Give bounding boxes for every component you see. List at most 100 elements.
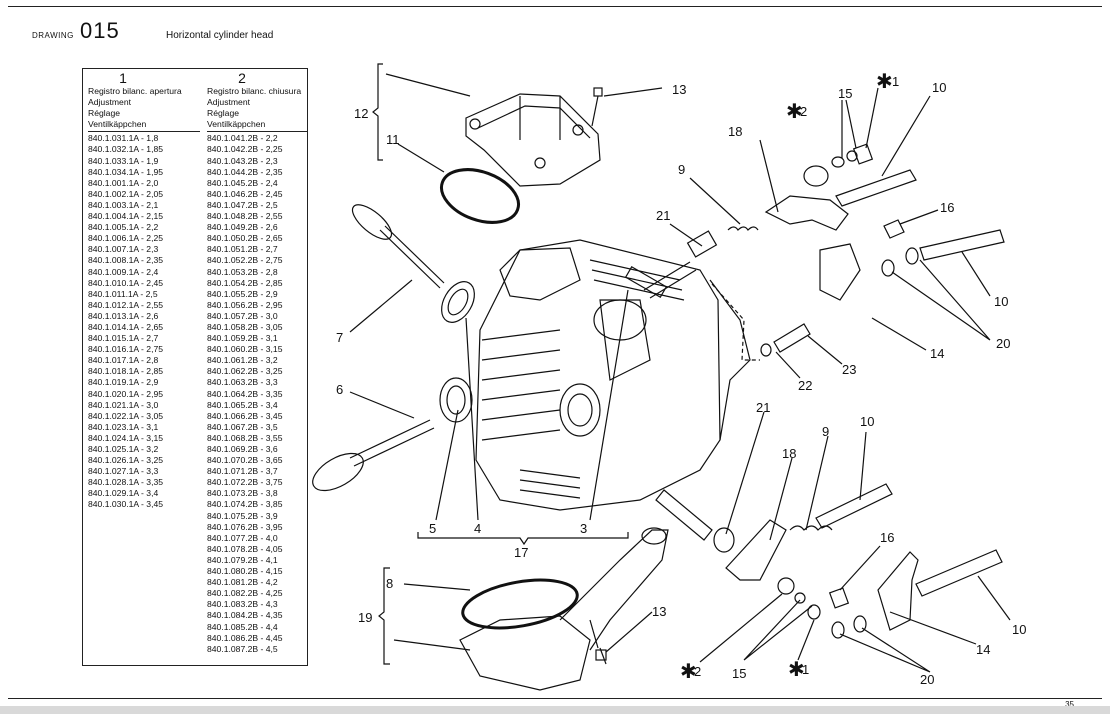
table-row: 840.1.006.1A - 2,25 — [88, 233, 164, 244]
table-row: 840.1.020.1A - 2,95 — [88, 388, 164, 399]
table-row: 840.1.087.2B - 4,5 — [207, 643, 278, 654]
callout-8: 8 — [386, 576, 393, 591]
table-row: 840.1.079.2B - 4,1 — [207, 554, 278, 565]
table-row: 840.1.083.2B - 4,3 — [207, 599, 278, 610]
table-row: 840.1.082.2B - 4,25 — [207, 588, 283, 599]
table-row: 840.1.067.2B - 3,5 — [207, 421, 278, 432]
rocker-shaft-parts-upper — [624, 143, 1005, 357]
callout-16-top: 16 — [940, 200, 954, 215]
callout-16-bottom: 16 — [880, 530, 894, 545]
table-row: 840.1.077.2B - 4,0 — [207, 532, 278, 543]
table-row: 840.1.046.2B - 2,45 — [207, 188, 283, 199]
table-row: 840.1.076.2B - 3,95 — [207, 521, 283, 532]
table-row: 840.1.023.1A - 3,1 — [88, 421, 159, 432]
table-row: 840.1.068.2B - 3,55 — [207, 432, 283, 443]
seal-4 — [441, 281, 475, 323]
table-row: 840.1.084.2B - 4,35 — [207, 610, 283, 621]
column-headings: Registro bilanc. apertura Adjustment Rég… — [88, 86, 200, 133]
table-row: 840.1.071.2B - 3,7 — [207, 466, 278, 477]
callout-labels: 13 12 11 7 6 5 4 3 17 8 19 13 ✱ 1 10 15 … — [336, 71, 1026, 687]
callout-1-bottom: 1 — [802, 662, 809, 677]
callout-9-bottom: 9 — [822, 424, 829, 439]
o-ring-11 — [440, 168, 520, 224]
table-row: 840.1.041.2B - 2,2 — [207, 133, 278, 144]
table-row: 840.1.022.1A - 3,05 — [88, 410, 164, 421]
table-row: 840.1.031.1A - 1,8 — [88, 133, 159, 144]
table-row: 840.1.051.2B - 2,7 — [207, 244, 278, 255]
bolt-13-top — [591, 87, 603, 127]
heading-line: Registro bilanc. chiusura — [207, 86, 302, 96]
table-row: 840.1.014.1A - 2,65 — [88, 321, 164, 332]
table-row: 840.1.061.2B - 3,2 — [207, 355, 278, 366]
table-row: 840.1.018.1A - 2,85 — [88, 366, 164, 377]
table-row: 840.1.043.2B - 2,3 — [207, 155, 278, 166]
table-row: 840.1.012.1A - 2,55 — [88, 299, 164, 310]
table-row: 840.1.056.2B - 2,95 — [207, 299, 283, 310]
table-row: 840.1.033.1A - 1,9 — [88, 155, 159, 166]
callout-10-top: 10 — [932, 80, 946, 95]
callout-14-bottom: 14 — [976, 642, 990, 657]
callout-20-top: 20 — [996, 336, 1010, 351]
callout-13-bottom: 13 — [652, 604, 666, 619]
table-row: 840.1.069.2B - 3,6 — [207, 444, 278, 454]
leader-lines — [435, 289, 629, 521]
table-row: 840.1.003.1A - 2,1 — [88, 199, 159, 210]
column-number: 1 — [119, 70, 127, 86]
cylinder-head-body — [475, 239, 751, 511]
table-row: 840.1.001.1A - 2,0 — [88, 177, 159, 188]
table-row: 840.1.054.2B - 2,85 — [207, 277, 283, 288]
callout-6: 6 — [336, 382, 343, 397]
callout-20-bottom: 20 — [920, 672, 934, 687]
footer-bar — [0, 706, 1110, 714]
table-row: 840.1.017.1A - 2,8 — [88, 355, 159, 366]
callout-2-top: 2 — [800, 104, 807, 119]
table-row: 840.1.011.1A - 2,5 — [88, 288, 158, 299]
table-row: 840.1.034.1A - 1,95 — [88, 166, 164, 177]
table-row: 840.1.028.1A - 3,35 — [88, 477, 164, 488]
table-row: 840.1.063.2B - 3,3 — [207, 377, 278, 388]
star-2-top: ✱ — [786, 101, 803, 123]
table-row: 840.1.002.1A - 2,05 — [88, 188, 164, 199]
table-row: 840.1.066.2B - 3,45 — [207, 410, 283, 421]
table-row: 840.1.015.1A - 2,7 — [88, 333, 159, 344]
table-row: 840.1.080.2B - 4,15 — [207, 566, 283, 577]
callout-13-top: 13 — [672, 82, 686, 97]
table-row: 840.1.016.1A - 2,75 — [88, 344, 164, 355]
top-rule — [8, 6, 1102, 7]
heading-line: Ventilkäppchen — [207, 119, 266, 130]
table-row: 840.1.044.2B - 2,35 — [207, 166, 283, 177]
heading-line: Adjustment — [88, 97, 131, 108]
table-row: 840.1.013.1A - 2,6 — [88, 310, 159, 321]
table-row: 840.1.030.1A - 3,45 — [88, 499, 164, 510]
callout-2-bottom: 2 — [694, 664, 701, 679]
star-2-bottom: ✱ — [680, 661, 697, 683]
bottom-rule — [8, 698, 1102, 699]
intake-manifold-part — [459, 527, 669, 691]
table-row: 840.1.032.1A - 1,85 — [88, 144, 164, 155]
callout-21-bottom: 21 — [756, 400, 770, 415]
table-row: 840.1.025.1A - 3,2 — [88, 444, 159, 454]
callout-15-bottom: 15 — [732, 666, 746, 681]
table-row: 840.1.005.1A - 2,2 — [88, 222, 159, 233]
callout-10-lower: 10 — [860, 414, 874, 429]
callout-21-top: 21 — [656, 208, 670, 223]
callout-leaders — [349, 73, 1011, 673]
table-row: 840.1.064.2B - 3,35 — [207, 388, 283, 399]
table-row: 840.1.009.1A - 2,4 — [88, 266, 159, 277]
heading-line: Ventilkäppchen — [88, 119, 147, 130]
table-row: 840.1.029.1A - 3,4 — [88, 488, 159, 499]
table-row: 840.1.021.1A - 3,0 — [88, 399, 159, 410]
table-row: 840.1.057.2B - 3,0 — [207, 310, 278, 321]
callout-5: 5 — [429, 521, 436, 536]
page-number: 35 — [1065, 700, 1074, 709]
star-1-bottom: ✱ — [788, 659, 805, 681]
table-row: 840.1.045.2B - 2,4 — [207, 177, 278, 188]
drawing-label: DRAWING — [32, 31, 74, 40]
heading-line: Réglage — [207, 108, 240, 119]
table-row: 840.1.055.2B - 2,9 — [207, 288, 278, 299]
table-row: 840.1.004.1A - 2,15 — [88, 211, 164, 222]
callout-9-top: 9 — [678, 162, 685, 177]
